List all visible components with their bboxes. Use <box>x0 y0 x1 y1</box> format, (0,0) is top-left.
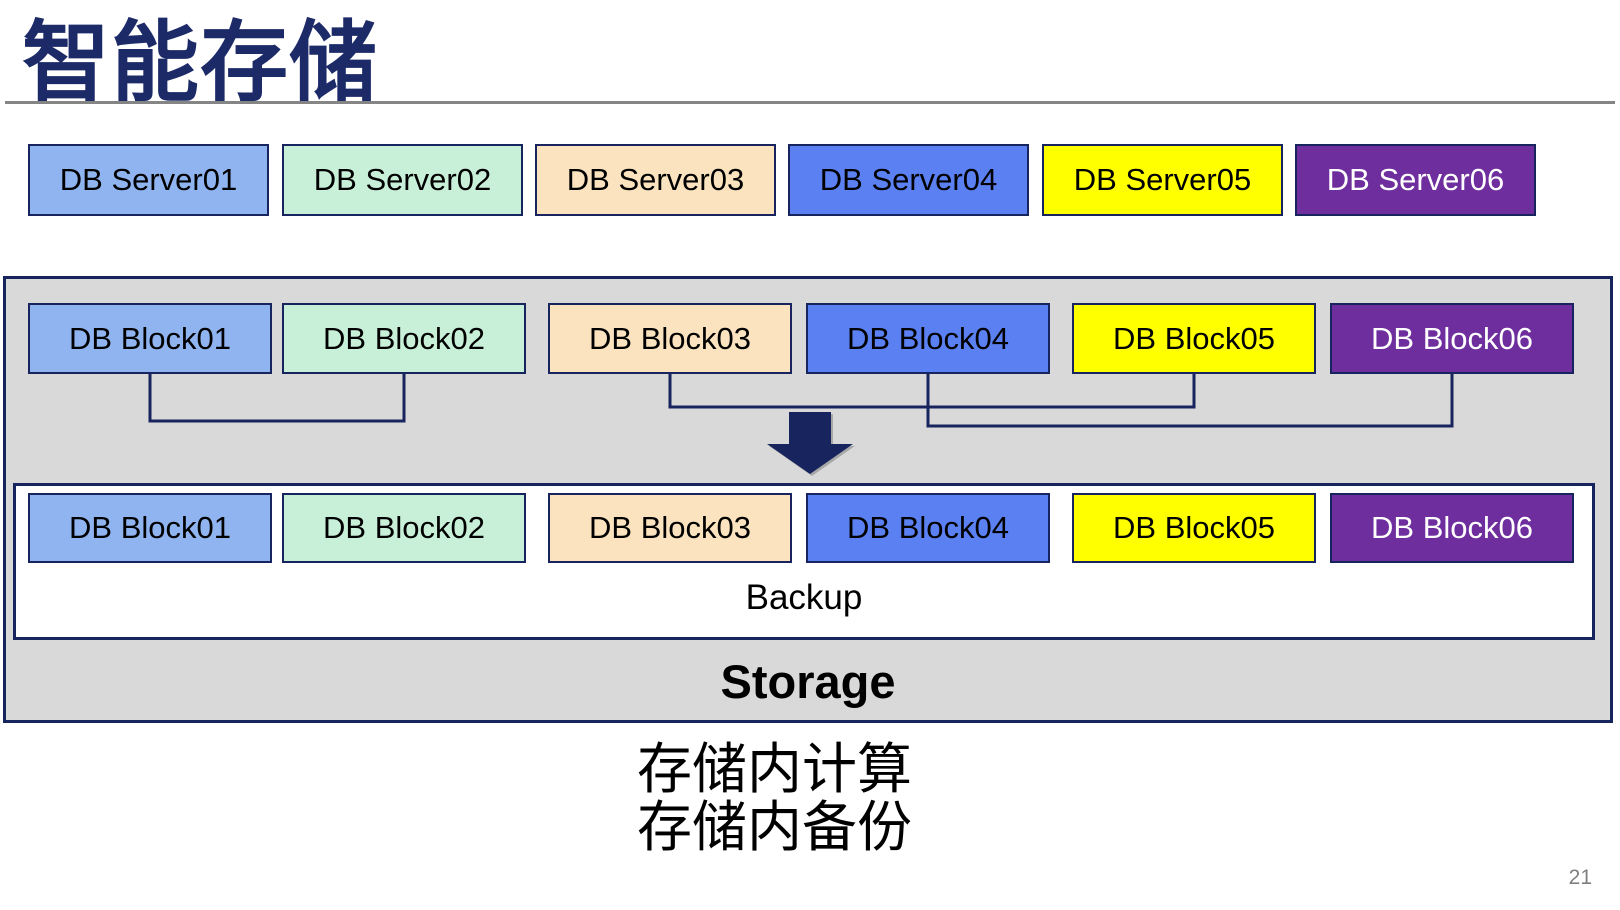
db-block-top-box-6: DB Block06 <box>1330 303 1574 374</box>
db-block-top-box-2: DB Block02 <box>282 303 526 374</box>
db-server-box-3: DB Server03 <box>535 144 776 216</box>
slide-title: 智能存储 <box>22 13 379 112</box>
db-block-top-box-4: DB Block04 <box>806 303 1050 374</box>
db-server-box-4: DB Server04 <box>788 144 1029 216</box>
db-block-top-box-3: DB Block03 <box>548 303 792 374</box>
db-server-box-1: DB Server01 <box>28 144 269 216</box>
caption-text: 存储内计算 存储内备份 <box>637 740 912 857</box>
db-block-backup-box-4: DB Block04 <box>806 493 1050 563</box>
db-block-top-box-1: DB Block01 <box>28 303 272 374</box>
db-block-backup-box-2: DB Block02 <box>282 493 526 563</box>
db-block-top-box-5: DB Block05 <box>1072 303 1316 374</box>
db-server-box-6: DB Server06 <box>1295 144 1536 216</box>
db-block-backup-box-5: DB Block05 <box>1072 493 1316 563</box>
caption-line-2: 存储内备份 <box>637 796 913 859</box>
page-number: 21 <box>1568 866 1592 889</box>
backup-label: Backup <box>745 578 863 617</box>
db-server-box-2: DB Server02 <box>282 144 523 216</box>
db-block-backup-box-3: DB Block03 <box>548 493 792 563</box>
storage-label: Storage <box>720 654 896 708</box>
db-block-backup-box-6: DB Block06 <box>1330 493 1574 563</box>
title-underline <box>5 101 1615 104</box>
caption-line-1: 存储内计算 <box>637 738 913 800</box>
db-block-backup-box-1: DB Block01 <box>28 493 272 563</box>
db-server-box-5: DB Server05 <box>1042 144 1283 216</box>
